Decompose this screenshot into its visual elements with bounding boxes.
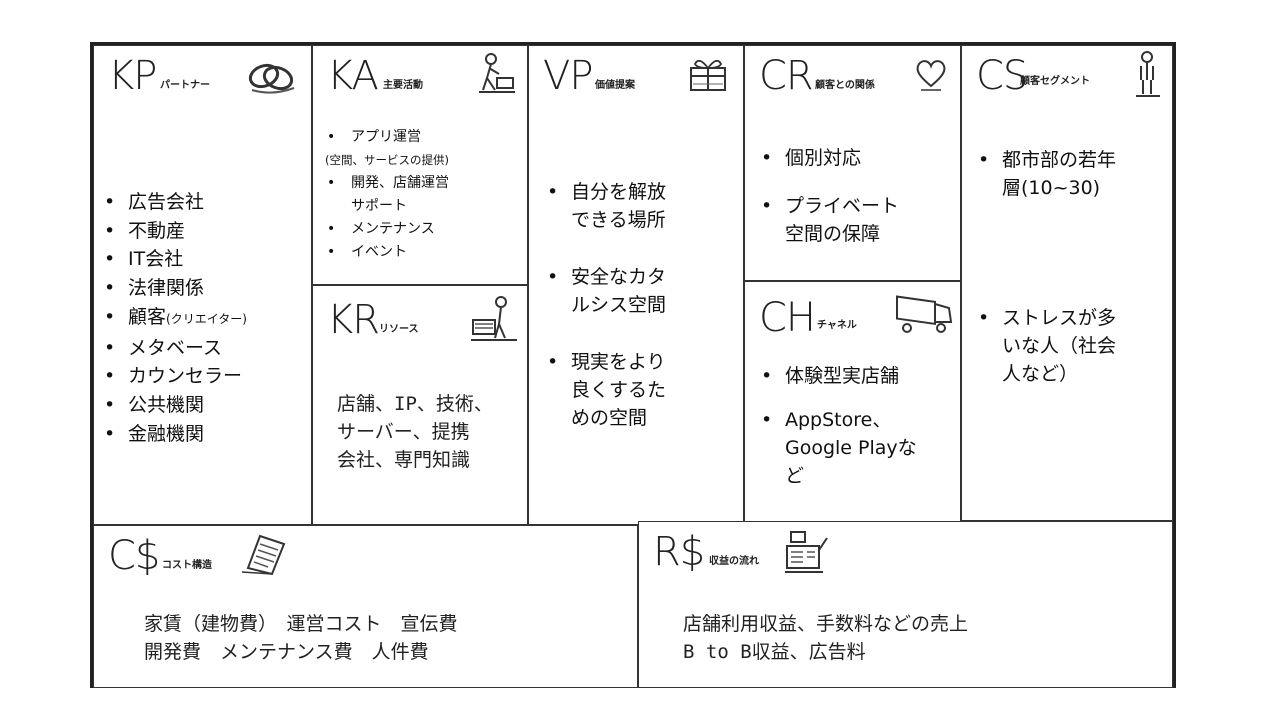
key-resources-title: リソース	[379, 324, 419, 335]
value-propositions-title: 価値提案	[595, 80, 635, 91]
truck-icon	[896, 295, 953, 333]
list-item: メンテナンス	[321, 218, 449, 241]
channels-title: チャネル	[817, 320, 857, 331]
key-partners-list: 広告会社 不動産 IT会社 法律関係 顧客(クリエイター) メタベース カウンセ…	[98, 188, 247, 448]
key-resources-cell: KR リソース 店舗、IP、技術、サーバー、提携会社、専門知識	[312, 285, 528, 525]
key-partners-abbr: KP	[108, 53, 157, 99]
cost-structure-abbr: C$	[108, 533, 160, 579]
list-item: 公共機関	[98, 391, 247, 420]
cost-structure-cell: C$ コスト構造 家賃（建物費） 運営コスト 宣伝費開発費 メンテナンス費 人件…	[93, 525, 638, 688]
list-item: 顧客(クリエイター)	[98, 303, 247, 334]
list-item: カウンセラー	[98, 362, 247, 391]
key-resources-text: 店舗、IP、技術、サーバー、提携会社、専門知識	[337, 393, 493, 471]
list-item: 体験型実店舗	[755, 362, 917, 390]
document-icon	[241, 534, 286, 576]
cost-structure-title: コスト構造	[162, 560, 212, 571]
business-model-canvas: KP パートナー 広告会社 不動産 IT会社 法律関係 顧客(クリエイター) メ…	[90, 42, 1176, 688]
list-item: 法律関係	[98, 274, 247, 303]
rings-icon	[248, 63, 295, 94]
list-item: 広告会社	[98, 188, 247, 217]
list-item: 個別対応	[755, 144, 899, 172]
list-item: メタベース	[98, 334, 247, 363]
value-propositions-abbr: VP	[543, 53, 593, 99]
worker-icon	[479, 53, 515, 93]
list-item: 不動産	[98, 217, 247, 246]
list-item: イベント	[321, 241, 449, 264]
revenue-streams-abbr: R$	[653, 529, 705, 575]
list-item: アプリ運営(空間、サービスの提供)	[321, 126, 449, 172]
heart-icon	[916, 60, 946, 91]
key-partners-cell: KP パートナー 広告会社 不動産 IT会社 法律関係 顧客(クリエイター) メ…	[93, 45, 312, 525]
key-partners-title: パートナー	[160, 80, 210, 91]
channels-abbr: CH	[759, 295, 816, 341]
cost-structure-text: 家賃（建物費） 運営コスト 宣伝費開発費 メンテナンス費 人件費	[144, 613, 458, 663]
customer-relationships-abbr: CR	[759, 53, 814, 99]
revenue-streams-title: 収益の流れ	[709, 556, 759, 567]
gift-icon	[690, 59, 726, 91]
key-activities-abbr: KA	[327, 53, 379, 99]
list-item: 金融機関	[98, 420, 247, 449]
customer-segments-abbr: CS	[976, 53, 1028, 99]
list-item: IT会社	[98, 245, 247, 274]
cash-register-icon	[785, 531, 828, 573]
worker-machine-icon	[471, 296, 517, 341]
customer-segments-title: 顧客セグメント	[1020, 76, 1090, 87]
key-activities-title: 主要活動	[383, 80, 423, 91]
person-icon	[1136, 51, 1160, 97]
customer-relationships-title: 顧客との関係	[815, 80, 875, 91]
key-resources-abbr: KR	[327, 297, 380, 343]
